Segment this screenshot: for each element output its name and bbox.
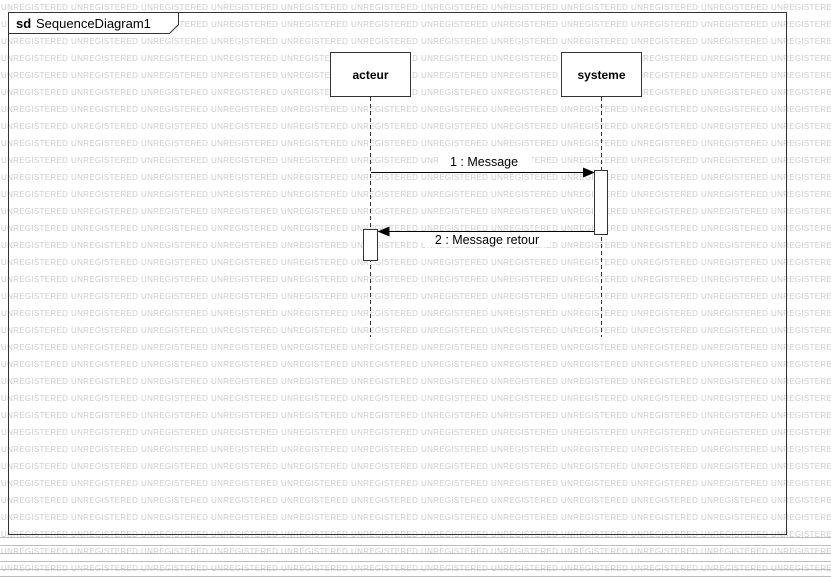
frame-title: SequenceDiagram1 (36, 16, 151, 31)
message-2-label[interactable]: 2 : Message retour (435, 233, 539, 247)
frame-keyword: sd (16, 16, 31, 31)
sd-frame-label-tab[interactable] (8, 12, 179, 34)
lifeline-acteur-label: acteur (352, 68, 388, 82)
message-2-label-bg (424, 233, 550, 247)
message-1-label-bg (438, 154, 532, 168)
activation-systeme[interactable] (594, 170, 608, 235)
bottom-ruled-lines (0, 537, 831, 577)
message-1-label[interactable]: 1 : Message (450, 155, 518, 169)
lifeline-systeme-head[interactable] (561, 52, 642, 97)
lifeline-systeme-label: systeme (577, 68, 625, 82)
activation-acteur[interactable] (363, 229, 378, 261)
lifeline-acteur-head[interactable] (330, 52, 411, 97)
sd-frame[interactable] (8, 12, 787, 535)
